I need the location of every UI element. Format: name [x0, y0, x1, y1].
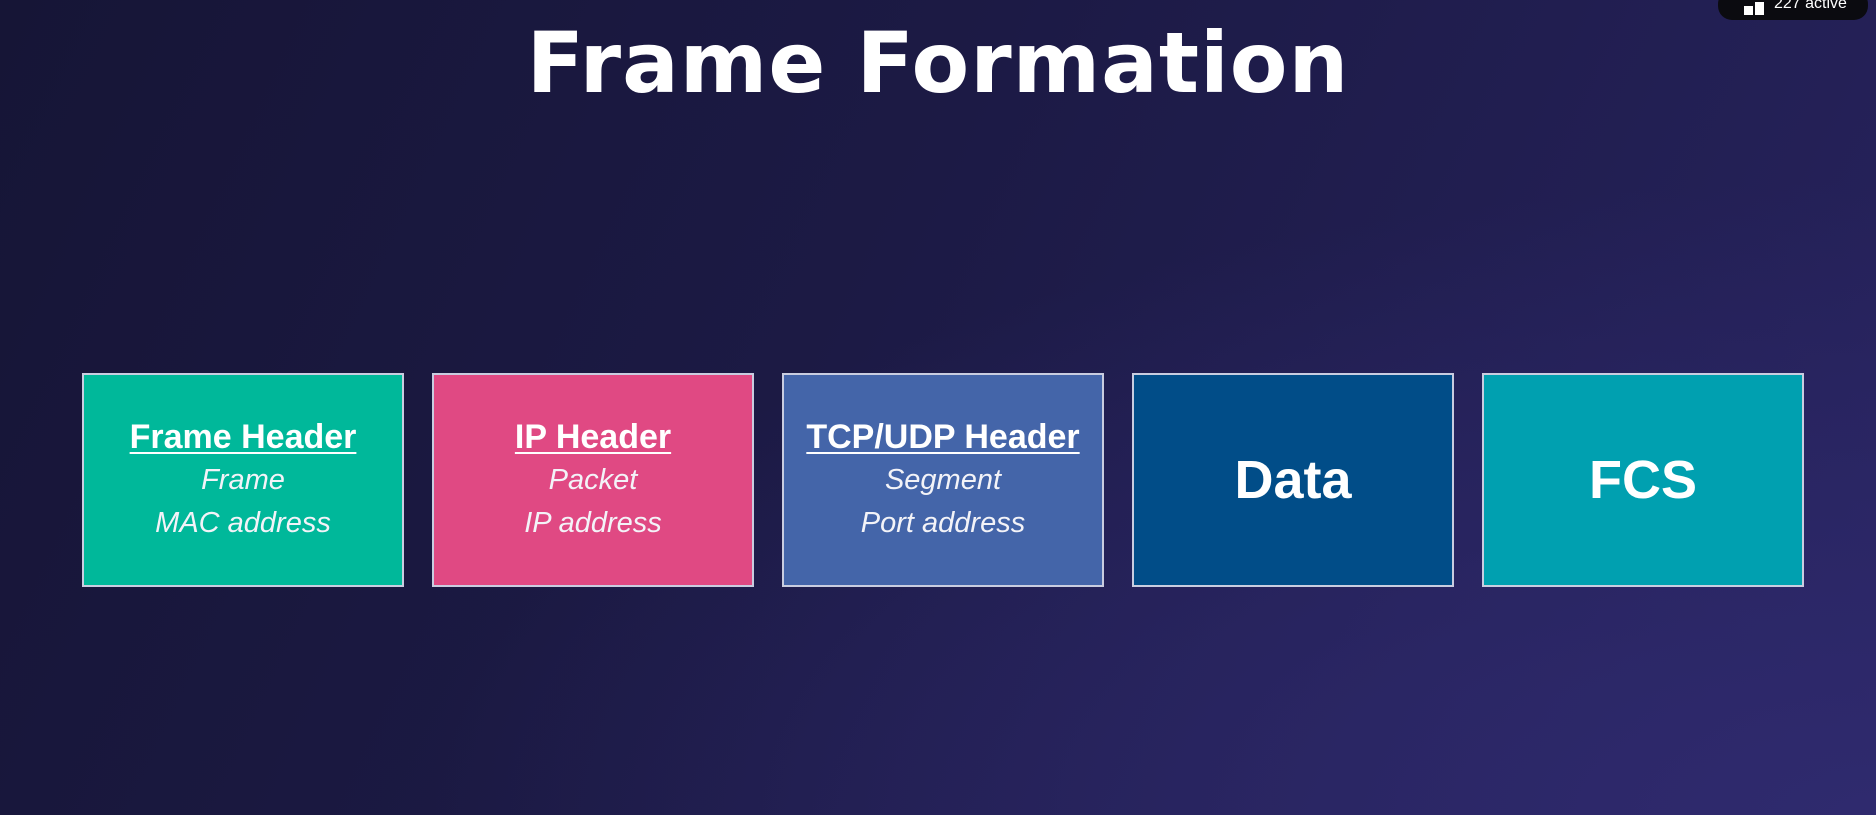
data-label: Data — [1234, 450, 1352, 510]
people-icon — [1744, 2, 1764, 15]
frame-structure-row: Frame Header Frame MAC address IP Header… — [82, 373, 1804, 587]
data-box: Data — [1132, 373, 1454, 587]
tcp-udp-header-heading: TCP/UDP Header — [806, 418, 1080, 456]
frame-header-box: Frame Header Frame MAC address — [82, 373, 404, 587]
slide-title: Frame Formation — [526, 14, 1350, 112]
ip-header-heading: IP Header — [514, 418, 672, 456]
tcp-udp-header-address: Port address — [860, 507, 1026, 539]
frame-header-heading: Frame Header — [129, 418, 357, 456]
frame-header-unit: Frame — [201, 464, 285, 496]
ip-header-address: IP address — [524, 507, 662, 539]
ip-header-unit: Packet — [548, 464, 638, 496]
ip-header-box: IP Header Packet IP address — [432, 373, 754, 587]
fcs-box: FCS — [1482, 373, 1804, 587]
active-users-badge[interactable]: 227 active — [1718, 0, 1868, 20]
fcs-label: FCS — [1589, 450, 1697, 510]
tcp-udp-header-unit: Segment — [884, 464, 1002, 496]
tcp-udp-header-box: TCP/UDP Header Segment Port address — [782, 373, 1104, 587]
frame-header-address: MAC address — [155, 507, 331, 539]
active-count-text: 227 active — [1774, 0, 1847, 12]
